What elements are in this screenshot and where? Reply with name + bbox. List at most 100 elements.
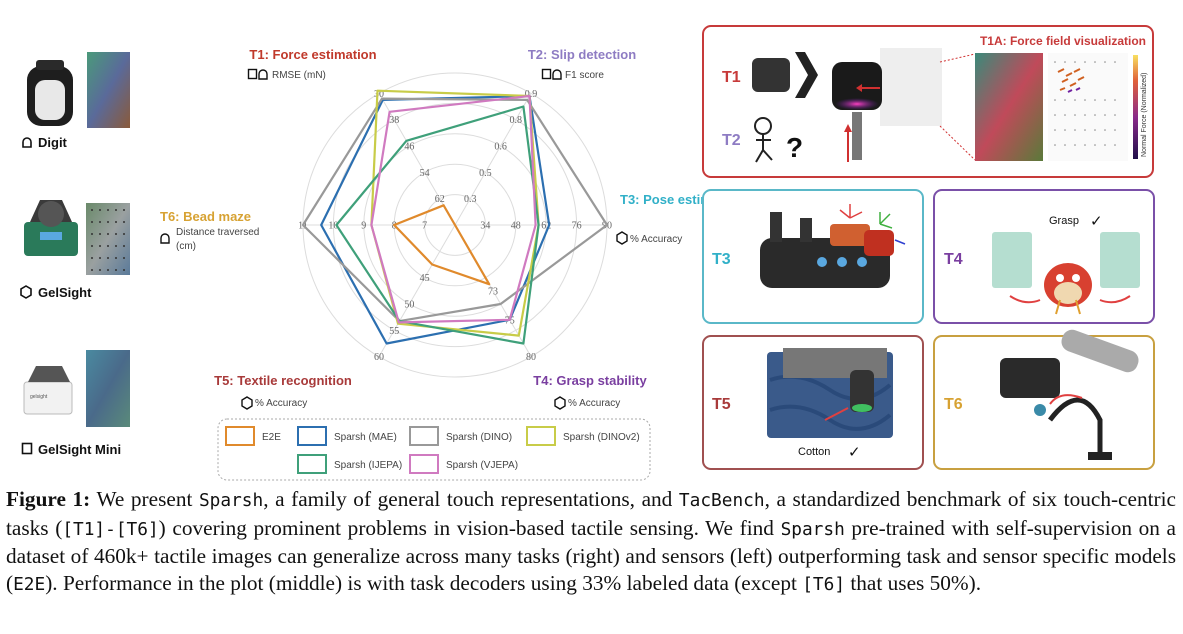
task-label-t3: T3 xyxy=(712,251,731,268)
task-label-t6: T6 xyxy=(944,396,963,413)
legend-label: Sparsh (VJEPA) xyxy=(446,460,518,471)
axis-title-t2: T2: Slip detection F1 score xyxy=(528,47,636,81)
radar-tick-label: 46 xyxy=(404,142,414,153)
colorbar-label: Normal Force (Normalized) xyxy=(1141,73,1148,157)
figure-caption: Figure 1: We present Sparsh, a family of… xyxy=(6,486,1176,598)
caption-text: ). Performance in the plot (middle) is w… xyxy=(45,570,803,595)
legend-label: Sparsh (DINO) xyxy=(446,432,512,443)
radar-tick-label: 73 xyxy=(488,286,498,297)
caption-text: ) covering prominent problems in vision-… xyxy=(158,515,781,540)
fist-press-icon xyxy=(752,52,818,98)
axis-metric: % Accuracy xyxy=(255,398,307,409)
radar-tick-label: 60 xyxy=(374,352,384,363)
gelsight-mini-tactile-image xyxy=(86,350,130,427)
gelsight-mini-icon xyxy=(21,442,33,455)
gelsight-icon xyxy=(20,285,32,299)
sensor-name: GelSight xyxy=(38,285,92,300)
radar-tick-label: 0.5 xyxy=(479,168,492,179)
radar-tick-label: 62 xyxy=(541,221,551,232)
task-label-t1: T1 xyxy=(722,69,741,86)
axis-title-t4: T4: Grasp stability % Accuracy xyxy=(533,373,647,410)
textile-sensor-image xyxy=(767,348,893,438)
panel-t3: T3 xyxy=(702,189,924,324)
radar-spoke xyxy=(378,224,456,357)
radar-tick-label: 54 xyxy=(420,168,430,179)
caption-code: [T1]-[T6] xyxy=(62,518,159,540)
digit-icon xyxy=(160,233,170,244)
radar-tick-label: 80 xyxy=(526,352,536,363)
gelsight-sensor-image xyxy=(24,200,78,256)
check-icon: ✓ xyxy=(848,444,861,461)
radar-tick-label: 0.9 xyxy=(525,89,538,100)
caption-text: pre-trained with self-supervision on a d… xyxy=(6,515,1176,595)
gelsight-mini-sensor-image: gelsight xyxy=(23,366,73,415)
legend-swatch xyxy=(526,426,556,446)
caption-text: , a standardized benchmark of six touch-… xyxy=(6,487,1176,540)
grasp-label: Grasp xyxy=(1049,215,1079,227)
panel-t4: T4 Grasp ✓ xyxy=(933,189,1155,324)
radar-tick-label: 38 xyxy=(389,115,399,126)
digit-gelsight-icons xyxy=(541,68,562,80)
caption-text: that uses 50%). xyxy=(845,570,982,595)
radar-series-5 xyxy=(370,94,537,324)
radar-series-4 xyxy=(335,105,540,345)
sensor-name: Digit xyxy=(38,135,68,150)
axis-title: T2: Slip detection xyxy=(528,47,636,62)
digit-gelsight-icons xyxy=(247,68,268,80)
sensor-gelsight: GelSight xyxy=(20,200,130,300)
caption-code: TacBench xyxy=(678,490,765,511)
legend-swatch xyxy=(409,454,439,474)
check-icon: ✓ xyxy=(1090,213,1103,230)
cotton-label: Cotton xyxy=(798,446,830,458)
radar-tick-label: 30 xyxy=(374,89,384,100)
force-field-plot xyxy=(1048,53,1128,161)
legend-label: Sparsh (MAE) xyxy=(334,432,397,443)
caption-code: Sparsh xyxy=(198,490,264,511)
sensor-name: GelSight Mini xyxy=(38,442,121,457)
question-mark: ? xyxy=(786,132,803,163)
legend-label: Sparsh (IJEPA) xyxy=(334,460,402,471)
bead-maze-robot-image xyxy=(1000,329,1139,460)
radar-spoke xyxy=(378,93,456,226)
caption-text: , a family of general touch representati… xyxy=(263,487,679,511)
radar-tick-label: 62 xyxy=(435,194,445,205)
robot-question-icon: ? xyxy=(754,117,803,163)
legend-swatch xyxy=(409,426,439,446)
sensor-brand-label: gelsight xyxy=(30,394,48,400)
gelsight-icon xyxy=(554,396,566,410)
axis-title-t1: T1: Force estimation RMSE (mN) xyxy=(247,47,377,81)
radar-tick-label: 0.8 xyxy=(510,115,523,126)
task-label-t4: T4 xyxy=(944,251,963,268)
task-label-t1a: T1A: Force field visualization xyxy=(980,34,1146,48)
axis-metric: RMSE (mN) xyxy=(272,70,326,81)
caption-text: We present xyxy=(90,487,199,511)
sensor-gelsight-mini: gelsight GelSight Mini xyxy=(21,350,130,457)
digit-tactile-image xyxy=(87,52,130,128)
radar-tick-label: 9 xyxy=(361,221,366,232)
digit-icon xyxy=(22,137,32,148)
radar-tick-label: 76 xyxy=(572,221,582,232)
gelsight-icon xyxy=(241,396,253,410)
task-label-t2: T2 xyxy=(722,132,741,149)
axis-title-t6: T6: Bead maze Distance traversed (cm) xyxy=(160,209,259,252)
radar-spoke xyxy=(454,93,532,226)
radar-tick-label: 45 xyxy=(420,273,430,284)
gripper-bird-image xyxy=(992,232,1140,315)
digit-sensor-image xyxy=(27,60,73,126)
panel-t6: T6 xyxy=(933,329,1155,470)
radar-tick-label: 0.6 xyxy=(494,142,507,153)
gelsight-tactile-image xyxy=(86,203,130,275)
radar-tick-label: 48 xyxy=(511,221,521,232)
task-label-t5: T5 xyxy=(712,396,731,413)
figure-panel: Digit GelSight gelsight xyxy=(20,25,1155,481)
legend-swatch xyxy=(297,454,327,474)
axis-title: T4: Grasp stability xyxy=(533,373,647,388)
caption-code: E2E xyxy=(13,573,46,595)
axis-title: T6: Bead maze xyxy=(160,209,251,224)
robot-hand-drill-image xyxy=(760,204,906,288)
axis-title: T1: Force estimation xyxy=(249,47,376,62)
panel-t1-t2: T1 T2 ? T1A: Force field visualization xyxy=(702,25,1154,178)
radar-tick-label: 0.3 xyxy=(464,194,477,205)
axis-metric: F1 score xyxy=(565,70,604,81)
